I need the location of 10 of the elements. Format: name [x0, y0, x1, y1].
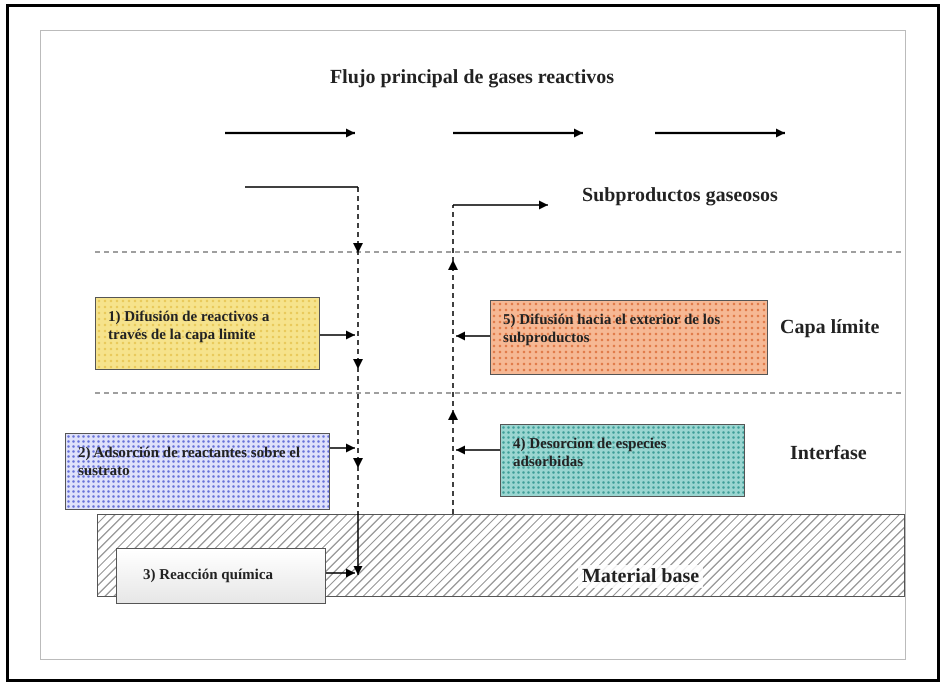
process-box: 5) Difusión hacia el exterior de los subproductos — [490, 300, 768, 375]
process-box: 3) Reacción química — [116, 548, 326, 604]
layer-label: Interfase — [790, 442, 867, 465]
output-label: Subproductos gaseosos — [548, 180, 788, 214]
title: Flujo principal de gases reactivos — [328, 66, 616, 89]
process-box: 4) Desorcion de especies adsorbidas — [500, 424, 745, 497]
process-box: 1) Difusión de reactivos a través de la capa limite — [95, 297, 320, 370]
band-label: Material base — [578, 565, 704, 588]
layer-label: Capa límite — [780, 316, 880, 339]
process-box: 2) Adsorción de reactantes sobre el sustrato — [65, 433, 330, 510]
